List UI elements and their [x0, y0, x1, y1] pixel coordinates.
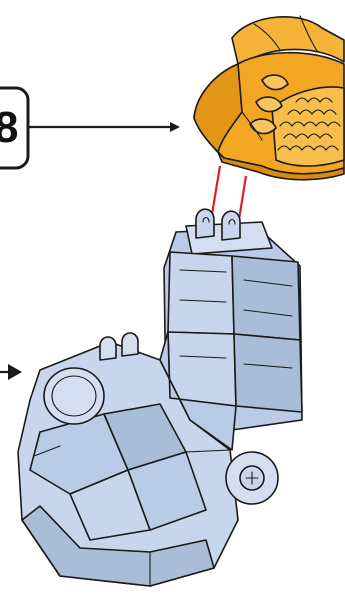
step-number: 8 [0, 103, 18, 152]
step-callout: 8 [0, 88, 28, 168]
arrow-right-icon [0, 364, 22, 380]
orange-curved-part [194, 16, 344, 180]
arm-assembly [18, 209, 302, 586]
